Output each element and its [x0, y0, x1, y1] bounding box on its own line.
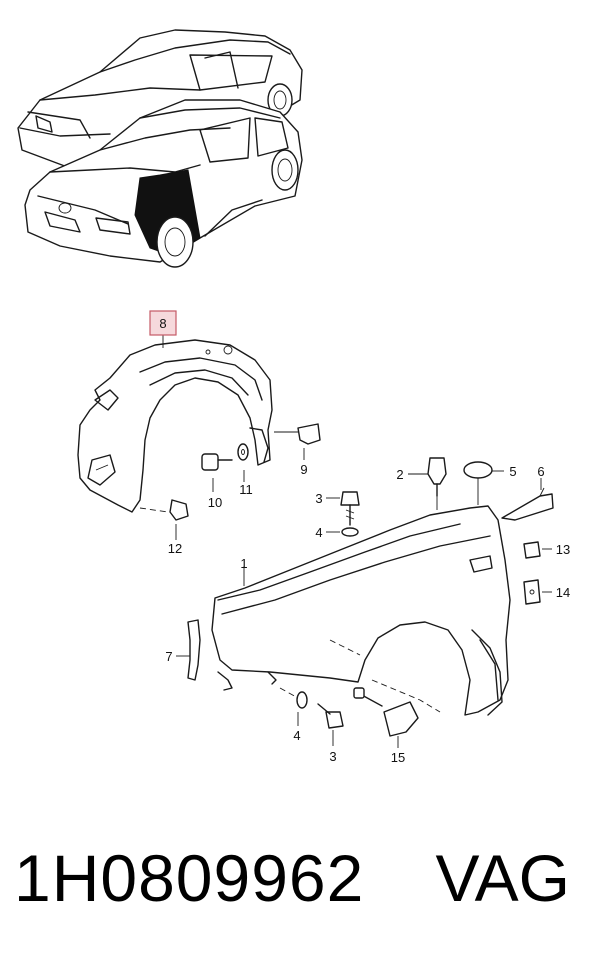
clip-part-9 [274, 423, 321, 445]
fender-panel [211, 505, 511, 716]
screw-part-3-lower [317, 703, 344, 729]
washer-part-11 [237, 443, 249, 461]
stud-part-2 [427, 457, 447, 510]
callout-8: 8 [159, 316, 166, 331]
callout-3-lower: 3 [329, 749, 336, 764]
hatchback-car-illustration [24, 99, 303, 268]
bracket-part-6 [501, 487, 554, 521]
wheel-housing-liner [77, 339, 273, 513]
callout-13: 13 [556, 542, 570, 557]
callout-5: 5 [509, 464, 516, 479]
callout-1: 1 [240, 556, 247, 571]
brand-label: VAG [435, 841, 570, 915]
callout-12: 12 [168, 541, 182, 556]
washer-part-4-upper [341, 527, 359, 537]
callout-9: 9 [300, 462, 307, 477]
callout-11: 11 [239, 482, 253, 497]
bolt-part-10 [201, 453, 233, 471]
callout-10: 10 [208, 495, 222, 510]
callout-6: 6 [537, 464, 544, 479]
grommet-part-5 [463, 461, 493, 505]
highlight-box [149, 310, 177, 336]
callout-4-upper: 4 [315, 525, 322, 540]
screw-part-3-upper [340, 491, 360, 526]
callout-labels: 8 9 10 11 12 2 5 6 3 4 13 14 1 7 4 3 15 [159, 316, 570, 765]
part-number: 1H0809962 [14, 841, 365, 915]
callout-7: 7 [165, 649, 172, 664]
rivet-part-12 [139, 499, 189, 521]
callout-3-upper: 3 [315, 491, 322, 506]
nut-part-13 [523, 541, 541, 559]
callout-2: 2 [396, 467, 403, 482]
parts-diagram: 8 9 10 11 12 2 5 6 3 4 13 14 1 7 4 3 15 [17, 29, 570, 765]
bracket-part-15 [353, 687, 419, 737]
trim-strip [187, 619, 201, 681]
callout-4-lower: 4 [293, 728, 300, 743]
footer: 1H0809962 VAG [0, 830, 600, 930]
washer-part-4-lower [279, 687, 308, 709]
callout-14: 14 [556, 585, 570, 600]
clip-part-14 [523, 579, 541, 605]
callout-15: 15 [391, 750, 405, 765]
leader-lines [162, 335, 552, 748]
